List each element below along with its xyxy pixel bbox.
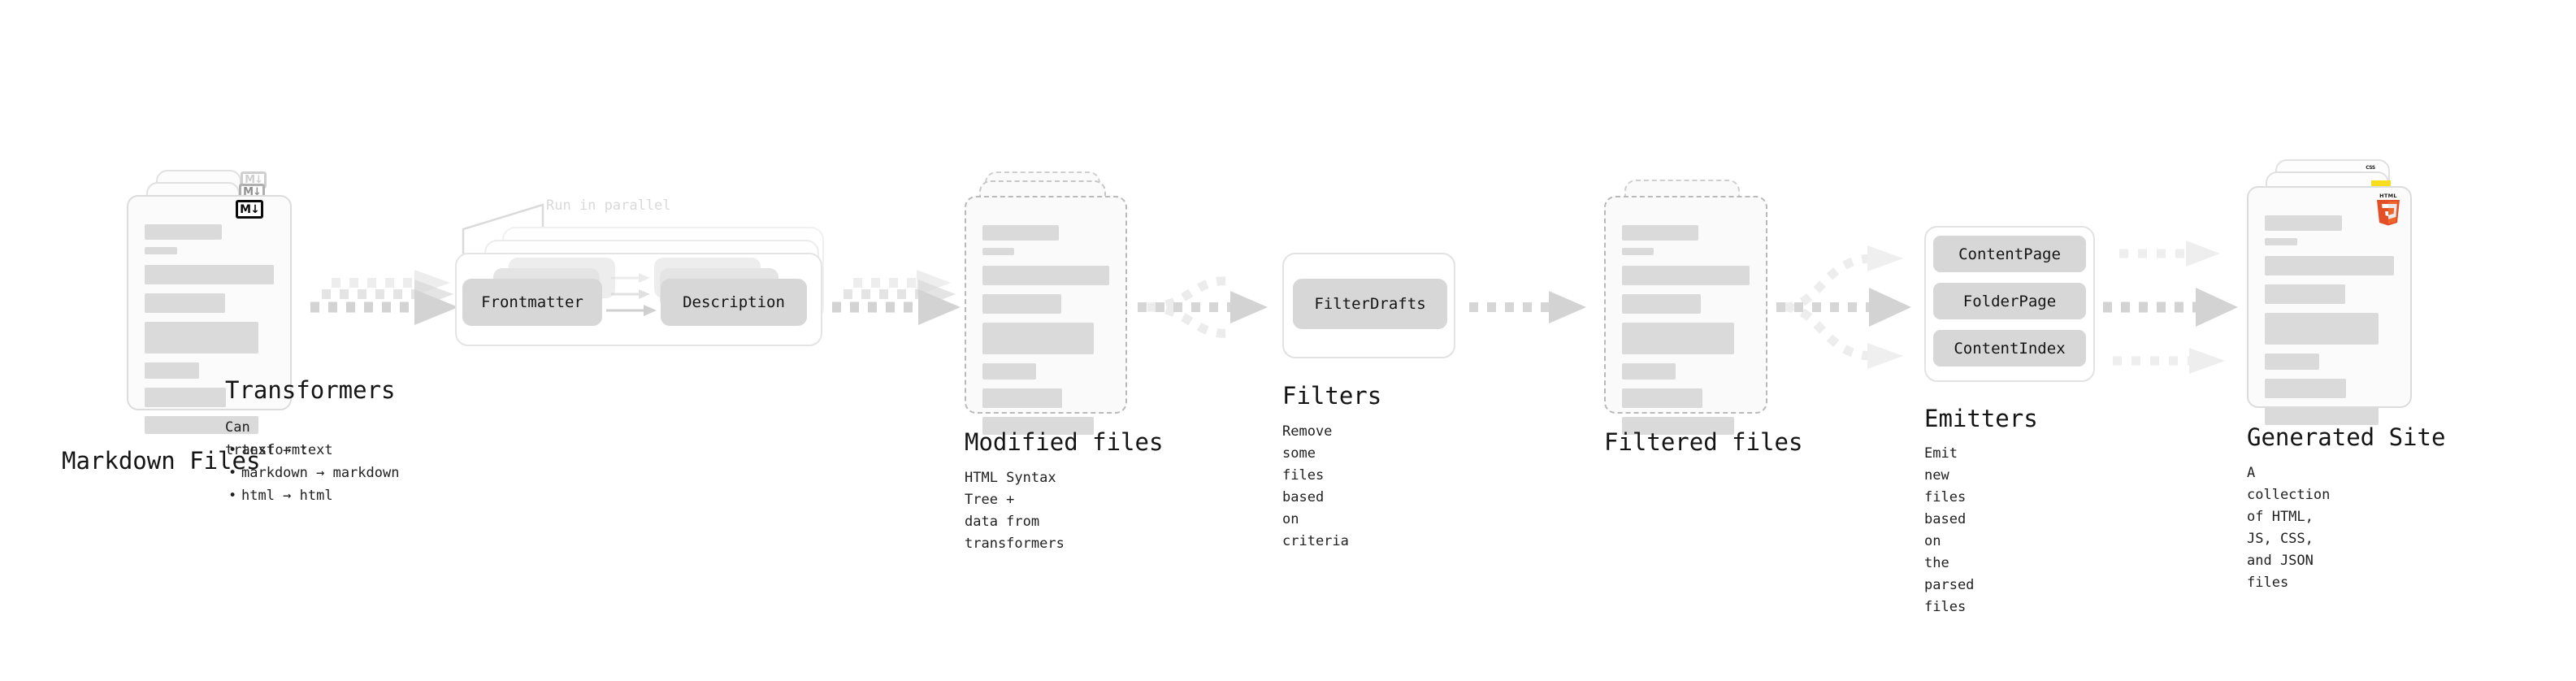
transformer-chip-description[interactable]: Description xyxy=(661,279,807,326)
placeholder-line xyxy=(982,388,1063,408)
transformer-inner-arrows xyxy=(606,273,657,316)
arrow-icon xyxy=(1138,276,1268,338)
filter-chip-filterdrafts[interactable]: FilterDrafts xyxy=(1293,279,1447,329)
placeholder-line xyxy=(145,416,258,434)
placeholder-line xyxy=(2265,407,2379,425)
placeholder-line xyxy=(982,363,1036,380)
parallel-label: Run in parallel xyxy=(546,197,671,214)
filters-description: Remove some files based on criteria xyxy=(1282,423,1349,549)
placeholder-line xyxy=(1622,363,1676,380)
stage-title-generated-site: Generated Site xyxy=(2247,423,2446,451)
arrow-icon xyxy=(2103,241,2238,374)
svg-text:HTML: HTML xyxy=(2379,193,2397,199)
stage-title-markdown-files: Markdown Files xyxy=(62,447,261,475)
placeholder-line xyxy=(982,294,1061,314)
emitter-chip-folderpage[interactable]: FolderPage xyxy=(1933,283,2086,319)
markdown-icon: M↓ xyxy=(236,200,263,219)
arrow-icon xyxy=(832,270,961,325)
transformer-chip-frontmatter[interactable]: Frontmatter xyxy=(462,279,602,326)
placeholder-line xyxy=(145,362,199,379)
placeholder-line xyxy=(1622,417,1735,435)
placeholder-line xyxy=(1622,225,1699,241)
stage-title-modified-files: Modified files xyxy=(965,428,1164,456)
placeholder-line xyxy=(982,225,1059,241)
placeholder-line xyxy=(145,265,274,284)
placeholder-line xyxy=(2265,256,2394,275)
transformers-bullet-item: html → html xyxy=(228,484,399,507)
generated-site-description: A collection of HTML, JS, CSS, and JSON … xyxy=(2247,465,2331,591)
transformers-bullet-item: text → text xyxy=(228,439,399,462)
modified-card-front xyxy=(965,196,1127,435)
placeholder-line xyxy=(1622,388,1702,408)
stage-title-transformers: Transformers xyxy=(225,376,396,404)
site-card-front xyxy=(2247,186,2412,425)
stage-title-filters: Filters xyxy=(1282,382,1382,410)
placeholder-line xyxy=(1622,248,1654,255)
markdown-card-front xyxy=(127,195,292,434)
emitter-chip-contentpage[interactable]: ContentPage xyxy=(1933,236,2086,272)
placeholder-line xyxy=(982,323,1095,354)
arrow-filters-to-filtered xyxy=(1469,268,1599,341)
arrow-transformers-to-modified xyxy=(832,268,978,341)
modified-placeholder-lines xyxy=(982,225,1109,442)
placeholder-line xyxy=(145,322,258,354)
placeholder-line xyxy=(145,293,225,313)
arrow-icon xyxy=(1469,291,1586,323)
arrow-emitters-to-site xyxy=(2103,234,2266,380)
placeholder-line xyxy=(2265,215,2343,231)
placeholder-line xyxy=(2265,284,2345,304)
placeholder-line xyxy=(2265,313,2379,345)
placeholder-line xyxy=(1622,294,1702,314)
placeholder-line xyxy=(1622,323,1735,354)
stage-title-filtered-files: Filtered files xyxy=(1604,428,1803,456)
arrow-fanout-icon xyxy=(1776,245,1911,369)
stage-title-emitters: Emitters xyxy=(1924,405,2038,432)
arrow-markdown-to-transformers xyxy=(307,268,470,341)
modified-files-description: HTML Syntax Tree + data from transformer… xyxy=(965,470,1065,552)
placeholder-line xyxy=(982,248,1014,255)
site-placeholder-lines xyxy=(2265,215,2394,432)
placeholder-line xyxy=(982,266,1109,285)
transformers-bullet-item: markdown → markdown xyxy=(228,462,399,484)
arrow-filtered-to-emitters xyxy=(1776,244,1931,374)
transformers-bullets: text → text markdown → markdown html → h… xyxy=(228,439,399,507)
placeholder-line xyxy=(145,224,223,240)
markdown-placeholder-lines xyxy=(145,224,274,441)
placeholder-line xyxy=(2265,354,2319,370)
emitters-description: Emit new files based on the parsed files xyxy=(1924,445,1975,615)
filtered-placeholder-lines xyxy=(1622,225,1750,442)
placeholder-line xyxy=(145,247,177,254)
emitter-chip-contentindex[interactable]: ContentIndex xyxy=(1933,330,2086,367)
filtered-card-front xyxy=(1604,196,1767,435)
placeholder-line xyxy=(2265,238,2297,245)
placeholder-line xyxy=(145,388,227,407)
arrow-icon xyxy=(310,270,458,325)
placeholder-line xyxy=(982,417,1095,435)
html5-icon: HTML xyxy=(2377,193,2400,226)
placeholder-line xyxy=(1622,266,1750,285)
placeholder-line xyxy=(2265,379,2347,398)
arrow-modified-to-filters xyxy=(1138,268,1284,341)
parallel-bracket-icon xyxy=(462,203,544,257)
